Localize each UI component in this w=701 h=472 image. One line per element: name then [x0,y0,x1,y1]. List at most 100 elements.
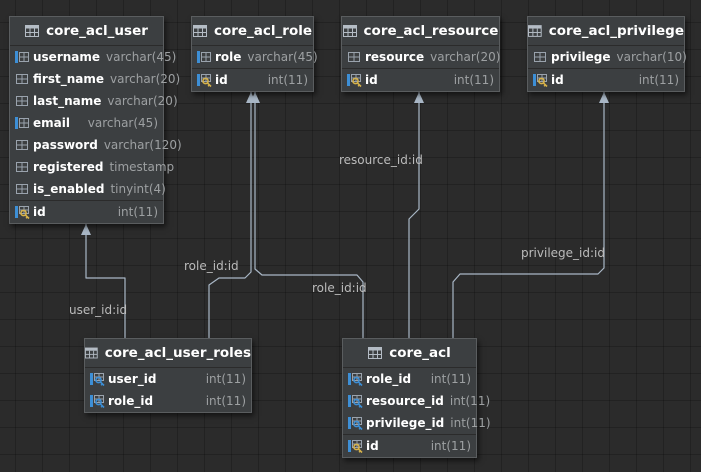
column-name: privilege [551,50,611,64]
column-type: tinyint(4) [110,182,166,196]
foreign-key-column-icon [90,395,105,409]
column-type: varchar(10) [616,50,687,64]
column-name: resource_id [366,394,444,408]
column-type: int(11) [205,372,246,386]
column-row-user-id[interactable]: user_id int(11) [85,368,251,390]
table-header[interactable]: core_acl [343,339,476,368]
arrowhead-icon [414,92,424,103]
foreign-key-column-icon [90,373,105,387]
column-type: int(11) [205,394,246,408]
table-icon [192,25,207,37]
column-type: varchar(20) [430,50,501,64]
table-header[interactable]: core_acl_user [10,17,163,46]
relationship-line-role-id-id[interactable] [208,92,252,338]
column-name: id [215,73,228,87]
column-icon [16,74,28,84]
relationship-line-resource-id-id[interactable] [408,92,420,338]
relationship-line-privilege-id-id[interactable] [452,92,605,338]
column-name: role [215,50,242,64]
foreign-key-column-icon [348,373,363,387]
table-header[interactable]: core_acl_role [192,17,313,46]
column-type: int(11) [430,372,471,386]
column-type: varchar(45) [106,50,177,64]
column-row-role-id[interactable]: role_id int(11) [85,390,251,412]
arrowhead-icon [250,92,260,103]
relationship-line-user-id-id[interactable] [85,224,126,338]
relationship-label: user_id:id [69,303,128,317]
column-row-id[interactable]: id int(11) [343,434,476,457]
table-header[interactable]: core_acl_resource [342,17,499,46]
column-icon [16,162,28,172]
column-name: user_id [108,372,157,386]
column-type: int(11) [117,205,158,219]
column-row-id[interactable]: id int(11) [10,200,163,223]
column-name: id [33,205,46,219]
arrowhead-icon [81,224,91,235]
index-column-icon [197,51,211,63]
column-row-id[interactable]: id int(11) [528,68,684,91]
column-row-role[interactable]: role varchar(45) [192,46,318,68]
column-name: role_id [108,394,154,408]
column-type: int(11) [638,73,679,87]
table-name: core_acl [389,345,451,361]
column-name: registered [33,160,104,174]
column-icon [16,140,28,150]
index-column-icon [15,51,29,63]
table-name: core_acl_resource [363,23,499,39]
primary-key-icon [348,440,363,454]
column-row-is-enabled[interactable]: is_enabled tinyint(4) [10,178,166,200]
foreign-key-column-icon [348,417,363,431]
column-name: is_enabled [33,182,105,196]
column-type: varchar(20) [109,72,181,86]
table-icon [85,347,98,359]
table-header[interactable]: core_acl_user_roles [85,339,251,368]
column-type: int(11) [449,394,491,408]
column-name: privilege_id [366,416,445,430]
primary-key-icon [197,74,212,88]
table-name: core_acl_user [46,23,148,39]
column-type: int(11) [430,439,471,453]
column-type: varchar(45) [247,50,318,64]
table-header[interactable]: core_acl_privilege [528,17,684,46]
table-name: core_acl_user_roles [104,345,251,361]
relationship-label: role_id:id [184,259,239,273]
relationship-label: role_id:id [312,281,367,295]
column-icon [16,96,28,106]
column-type: varchar(120) [103,138,182,152]
column-row-username[interactable]: username varchar(45) [10,46,176,68]
table-icon [528,25,542,37]
column-name: email [33,116,70,130]
column-row-resource-id[interactable]: resource_id int(11) [343,390,490,412]
column-row-privilege[interactable]: privilege varchar(10) [528,46,687,68]
primary-key-icon [347,74,362,88]
column-name: username [33,50,101,64]
table-core-acl-privilege[interactable]: core_acl_privilege privilege varchar(10) id… [527,16,687,92]
column-name: id [365,73,378,87]
table-core-acl-user[interactable]: core_acl_user username varchar(45) first_na… [9,16,182,224]
index-column-icon [15,117,29,129]
foreign-key-column-icon [348,395,363,409]
column-name: id [551,73,564,87]
column-name: id [366,439,379,453]
primary-key-icon [15,206,30,220]
column-icon [16,184,28,194]
arrowhead-icon [599,92,609,103]
relationship-line-role-id-id[interactable] [254,92,364,338]
relationship-label: resource_id:id [339,153,423,167]
